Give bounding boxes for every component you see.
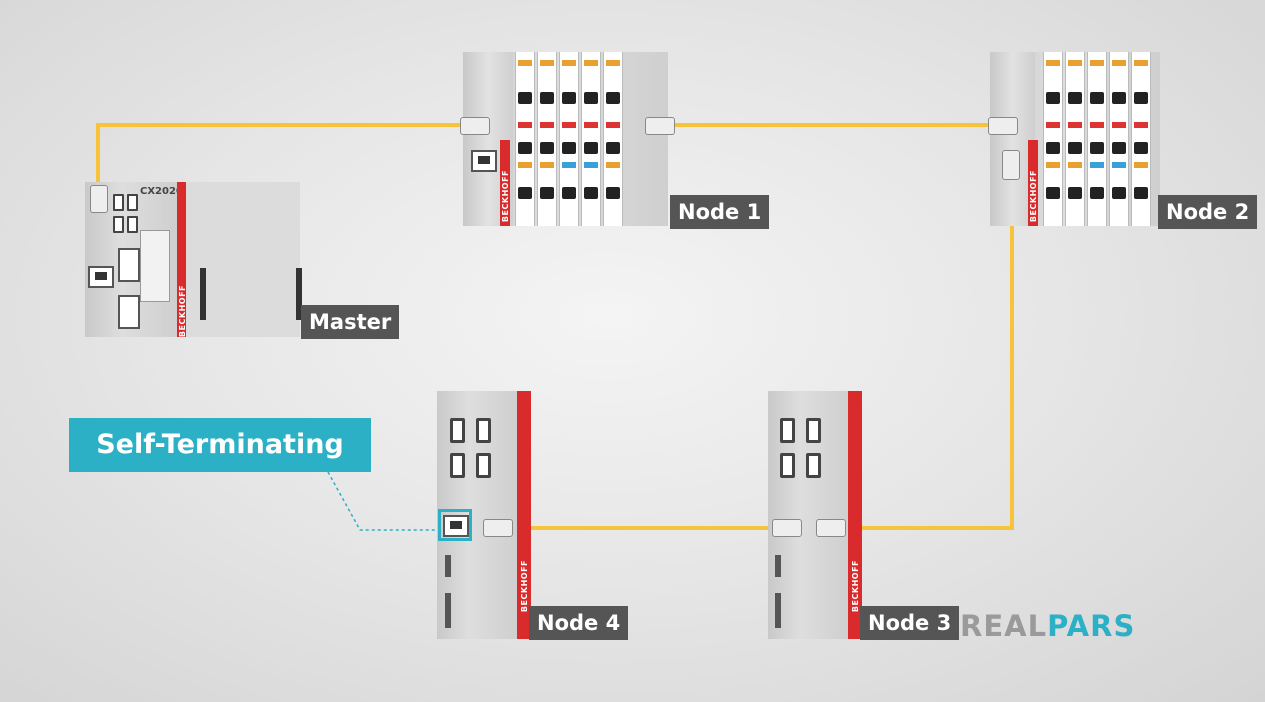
node3-out-connector — [816, 519, 846, 537]
node1-brand: BECKHOFF — [501, 170, 510, 223]
master-brand: BECKHOFF — [178, 285, 187, 338]
serial-port — [118, 295, 140, 329]
logo-real: REAL — [960, 609, 1048, 643]
dvi-port — [118, 248, 140, 282]
node1-out-connector — [645, 117, 675, 135]
node2-in-connector — [988, 117, 1018, 135]
node3-label: Node 3 — [860, 606, 960, 640]
cable-node2-node3 — [845, 175, 1014, 530]
realpars-logo: REALPARS — [960, 609, 1135, 643]
self-terminating-highlight — [438, 509, 472, 541]
self-terminating-callout: Self-Terminating — [69, 418, 371, 472]
node3-brand: BECKHOFF — [851, 560, 860, 613]
node3-in-connector — [772, 519, 802, 537]
callout-leader-line — [327, 471, 440, 531]
node1-ethernet-port — [471, 150, 497, 172]
node1-in-connector — [460, 117, 490, 135]
node2-out-connector — [1002, 150, 1020, 180]
master-ethernet-port — [88, 266, 114, 288]
node1-label: Node 1 — [670, 195, 770, 229]
node2-brand: BECKHOFF — [1029, 170, 1038, 223]
node4-label: Node 4 — [529, 606, 629, 640]
master-cable-connector — [90, 185, 108, 213]
master-label: Master — [301, 305, 400, 339]
node2-label: Node 2 — [1158, 195, 1258, 229]
node4-connector — [483, 519, 513, 537]
cable-master-node1 — [96, 123, 470, 188]
node4-ethernet-port — [443, 515, 469, 537]
node4-brand: BECKHOFF — [520, 560, 529, 613]
logo-pars: PARS — [1047, 609, 1136, 643]
master-model: CX2020 — [140, 186, 183, 197]
